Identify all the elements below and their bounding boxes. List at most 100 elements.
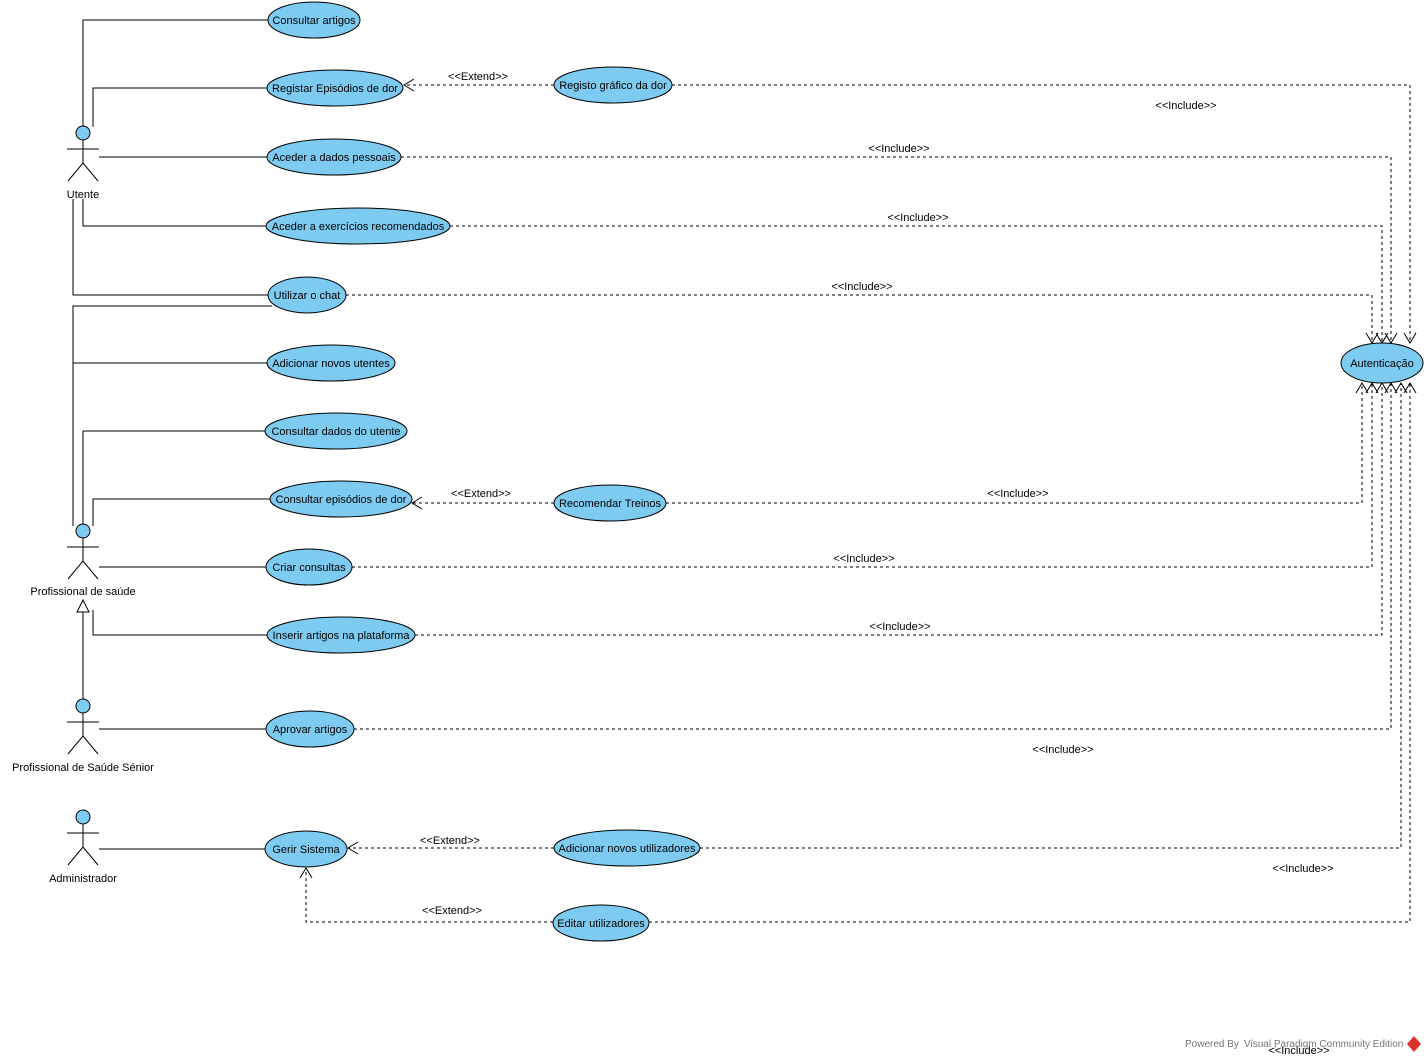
visual-paradigm-logo-icon <box>1407 1036 1421 1052</box>
assoc-utente-utilizar-chat <box>72 199 268 296</box>
include-label-recomendar-treinos: <<Include>> <box>987 488 1048 500</box>
usecase-registo-grafico[interactable]: Registo gráfico da dor <box>553 66 673 104</box>
actor-label: Utente <box>67 189 99 201</box>
footer-watermark: Powered By Visual Paradigm Community Edit… <box>1185 1036 1421 1052</box>
usecase-adicionar-utilizadores[interactable]: Adicionar novos utilizadores <box>553 829 701 867</box>
include-label-utilizar-chat: <<Include>> <box>831 281 892 293</box>
usecase-label: Consultar artigos <box>272 15 356 27</box>
usecase-consultar-dados-utente[interactable]: Consultar dados do utente <box>264 412 408 450</box>
usecase-label: Inserir artigos na plataforma <box>273 630 411 642</box>
usecase-adicionar-utentes[interactable]: Adicionar novos utentes <box>266 344 396 382</box>
actor-utente[interactable]: Utente <box>67 125 99 201</box>
usecase-label: Consultar episódios de dor <box>276 494 407 506</box>
include-registo-grafico <box>672 84 1411 343</box>
usecase-ellipse <box>266 344 396 382</box>
usecase-aceder-dados[interactable]: Aceder a dados pessoais <box>266 138 402 176</box>
usecase-registar-episodios[interactable]: Registar Episódios de dor <box>266 69 404 107</box>
usecase-label: Adicionar novos utentes <box>272 358 390 370</box>
include-recomendar-treinos <box>666 383 1363 504</box>
usecase-label: Autenticação <box>1350 358 1414 370</box>
usecase-label: Registo gráfico da dor <box>559 80 667 92</box>
connector-lines <box>72 19 1417 923</box>
usecase-label: Consultar dados do utente <box>271 426 400 438</box>
usecase-autenticacao[interactable]: Autenticação <box>1340 342 1424 384</box>
extend-arrow-registo-grafico <box>403 78 415 92</box>
usecase-ellipse <box>265 548 353 586</box>
usecase-ellipse <box>265 710 355 748</box>
usecase-consultar-artigos[interactable]: Consultar artigos <box>267 1 361 39</box>
usecase-label: Gerir Sistema <box>272 844 340 856</box>
usecase-aceder-exercicios[interactable]: Aceder a exercícios recomendados <box>265 207 451 245</box>
include-adicionar-utilizadores <box>700 383 1402 849</box>
usecase-label: Aceder a dados pessoais <box>272 152 396 164</box>
usecase-label: Editar utilizadores <box>557 918 645 930</box>
extend-editar-utilizadores <box>305 868 553 923</box>
actor-label: Profissional de saúde <box>30 586 135 598</box>
extend-label-adicionar-utilizadores: <<Extend>> <box>420 835 480 847</box>
actor-label: Profissional de Saúde Sénior <box>12 762 154 774</box>
actor-head <box>75 523 91 539</box>
actor-head <box>75 809 91 825</box>
actor-head <box>75 698 91 714</box>
footer-product: Visual Paradigm Community Edition <box>1244 1039 1403 1050</box>
include-inserir-artigos <box>415 383 1383 636</box>
assoc-prof-inserir-artigos <box>92 610 267 636</box>
usecase-ellipse <box>267 276 347 314</box>
actor-prof[interactable]: Profissional de saúde <box>30 523 136 598</box>
usecase-consultar-episodios[interactable]: Consultar episódios de dor <box>269 480 413 518</box>
include-label-inserir-artigos: <<Include>> <box>869 621 930 633</box>
usecase-label: Utilizar o chat <box>274 290 341 302</box>
usecase-ellipse <box>269 480 413 518</box>
actor-legs <box>67 560 99 580</box>
usecase-inserir-artigos[interactable]: Inserir artigos na plataforma <box>266 616 416 654</box>
include-label-editar-utilizadores: <<Include>> <box>1268 1045 1329 1057</box>
usecase-ellipse <box>1340 342 1424 384</box>
usecase-recomendar-treinos[interactable]: Recomendar Treinos <box>553 484 667 522</box>
include-editar-utilizadores <box>649 383 1411 923</box>
usecase-ellipse <box>552 904 650 942</box>
actor-admin[interactable]: Administrador <box>49 809 117 885</box>
include-aceder-dados <box>401 156 1392 343</box>
include-label-aprovar-artigos: <<Include>> <box>1032 744 1093 756</box>
relation-labels: <<Extend>><<Extend>><<Extend>><<Extend>>… <box>420 71 1334 1057</box>
extend-arrow-adicionar-utilizadores <box>347 841 359 855</box>
include-criar-consultas <box>352 383 1373 568</box>
include-label-aceder-exercicios: <<Include>> <box>887 212 948 224</box>
extend-label-editar-utilizadores: <<Extend>> <box>422 905 482 917</box>
include-arrow-utilizar-chat <box>1365 332 1379 344</box>
usecase-ellipse <box>266 138 402 176</box>
usecase-criar-consultas[interactable]: Criar consultas <box>265 548 353 586</box>
include-aprovar-artigos <box>354 383 1392 730</box>
include-label-aceder-dados: <<Include>> <box>868 143 929 155</box>
include-arrow-editar-utilizadores <box>1403 382 1417 394</box>
usecase-utilizar-chat[interactable]: Utilizar o chat <box>267 276 347 314</box>
assoc-prof-consultar-dados <box>82 430 265 526</box>
usecase-aprovar-artigos[interactable]: Aprovar artigos <box>265 710 355 748</box>
usecase-ellipse <box>266 616 416 654</box>
usecase-label: Recomendar Treinos <box>559 498 662 510</box>
include-label-registo-grafico: <<Include>> <box>1155 100 1216 112</box>
include-arrow-adicionar-utilizadores <box>1394 382 1408 394</box>
include-utilizar-chat <box>346 294 1373 343</box>
usecase-label: Criar consultas <box>272 562 346 574</box>
actor-legs <box>67 162 99 182</box>
usecase-label: Aceder a exercícios recomendados <box>272 221 445 233</box>
usecase-label: Registar Episódios de dor <box>272 83 398 95</box>
assoc-prof-utilizar-chat <box>72 305 272 526</box>
assoc-prof-consultar-episodios <box>92 498 270 526</box>
generalization-arrowhead <box>76 598 90 613</box>
footer-powered-by: Powered By <box>1185 1039 1239 1050</box>
actor-senior[interactable]: Profissional de Saúde Sénior <box>12 698 154 774</box>
usecase-ellipse <box>267 1 361 39</box>
usecase-gerir-sistema[interactable]: Gerir Sistema <box>264 830 348 868</box>
usecase-ellipse <box>553 66 673 104</box>
usecase-ellipse <box>265 207 451 245</box>
actor-head <box>75 125 91 141</box>
assoc-utente-registar-episodios <box>92 87 267 127</box>
assoc-utente-consultar-artigos <box>82 19 268 127</box>
usecase-label: Aprovar artigos <box>273 724 348 736</box>
usecase-editar-utilizadores[interactable]: Editar utilizadores <box>552 904 650 942</box>
usecase-ellipse <box>553 484 667 522</box>
